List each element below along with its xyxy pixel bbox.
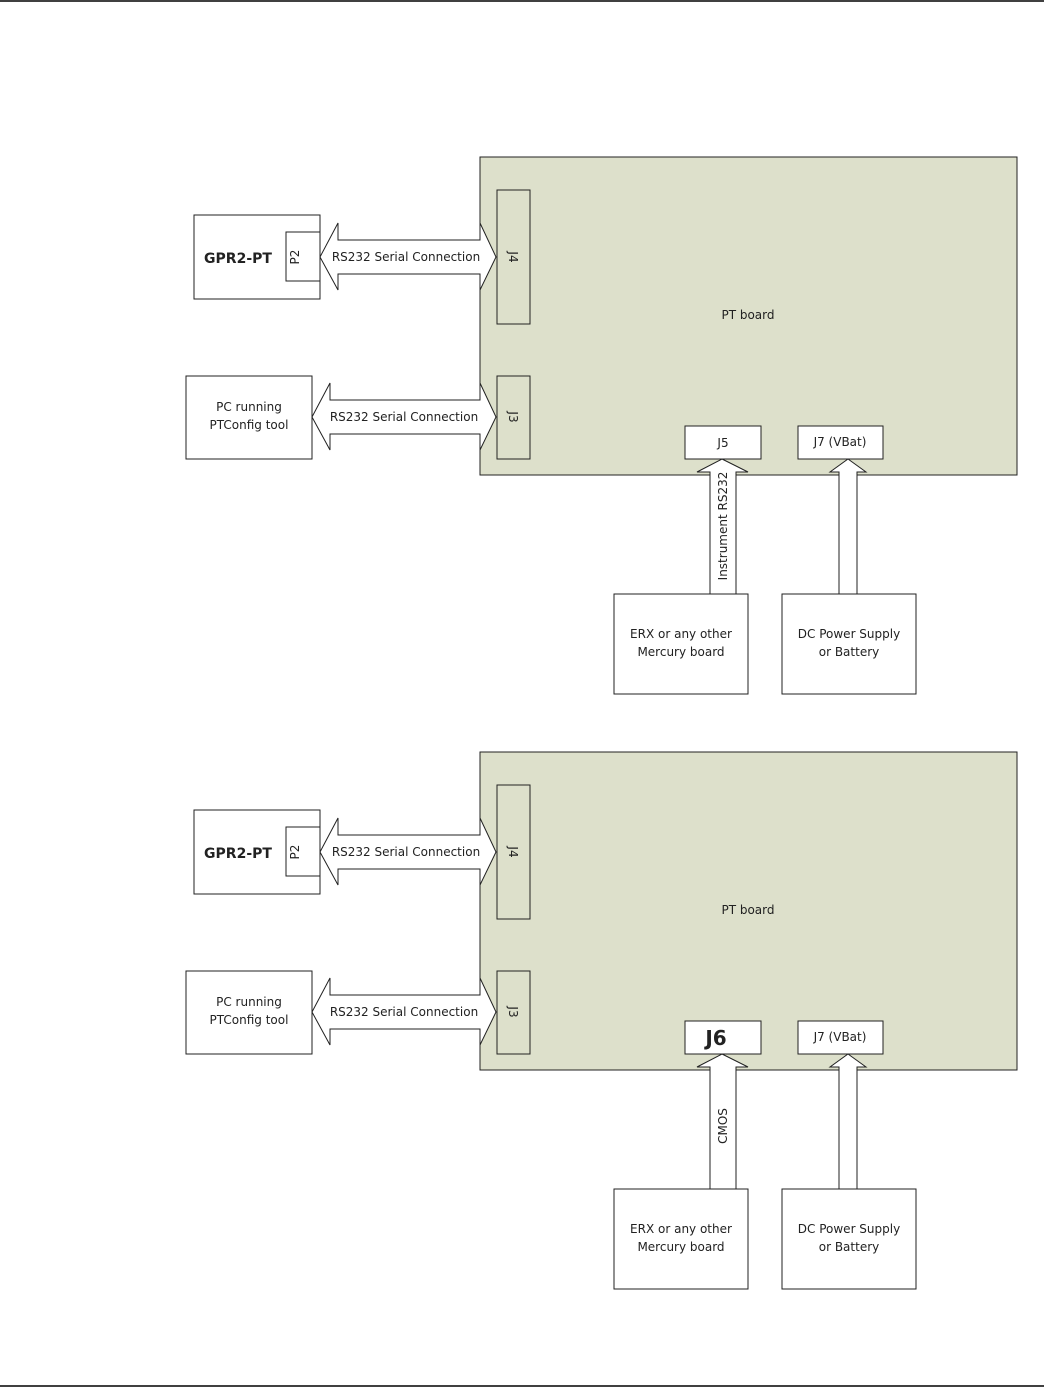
pc-line-2: PTConfig tool [210, 1013, 289, 1027]
dc-line-1: DC Power Supply [798, 627, 900, 641]
p2-label: P2 [288, 845, 302, 860]
pc-line-1: PC running [216, 400, 282, 414]
j3-connector [496, 375, 531, 460]
j7-label: J7 (VBat) [813, 1030, 867, 1044]
j7-connector [797, 1020, 884, 1055]
j4-connector [496, 189, 531, 325]
erx-line-1: ERX or any other [630, 627, 732, 641]
serial-arrow-2 [311, 382, 497, 451]
bottom-connector-label: J5 [716, 436, 728, 450]
serial-arrow-1 [319, 222, 497, 291]
j3-connector [496, 970, 531, 1055]
j3-label: J3 [506, 410, 520, 422]
pt-board-label: PT board [721, 903, 774, 917]
power-arrow [828, 1053, 868, 1190]
serial-label-1: RS232 Serial Connection [332, 250, 480, 264]
j4-label: J4 [506, 250, 520, 262]
dc-line-2: or Battery [819, 645, 880, 659]
j7-label: J7 (VBat) [813, 435, 867, 449]
p2-port [285, 826, 321, 877]
erx-line-2: Mercury board [637, 1240, 724, 1254]
pt-board-label: PT board [721, 308, 774, 322]
j3-label: J3 [506, 1005, 520, 1017]
gpr2-pt-label: GPR2-PT [204, 251, 272, 267]
pc-line-2: PTConfig tool [210, 418, 289, 432]
serial-label-2: RS232 Serial Connection [330, 410, 478, 424]
pt-board [479, 156, 1018, 476]
pt-board [479, 751, 1018, 1071]
dc-power-box [781, 593, 917, 695]
j4-connector [496, 784, 531, 920]
dc-line-2: or Battery [819, 1240, 880, 1254]
pc-box [185, 375, 313, 460]
serial-label-2: RS232 Serial Connection [330, 1005, 478, 1019]
dc-line-1: DC Power Supply [798, 1222, 900, 1236]
serial-label-1: RS232 Serial Connection [332, 845, 480, 859]
serial-arrow-2 [311, 977, 497, 1046]
j4-label: J4 [506, 845, 520, 857]
vertical-link-label: CMOS [716, 1108, 730, 1144]
power-arrow [828, 458, 868, 595]
pc-line-1: PC running [216, 995, 282, 1009]
j7-connector [797, 425, 884, 460]
gpr2-pt-label: GPR2-PT [204, 846, 272, 862]
erx-line-1: ERX or any other [630, 1222, 732, 1236]
dc-power-box [781, 1188, 917, 1290]
bottom-connector [684, 425, 762, 460]
erx-box [613, 593, 749, 695]
vertical-link-label: Instrument RS232 [716, 472, 730, 581]
diagram-1: PT board J4 J3 GPR2-PT P2 RS232 Serial C… [185, 156, 1018, 695]
bottom-connector-label: J6 [703, 1026, 726, 1050]
erx-box [613, 1188, 749, 1290]
pc-box [185, 970, 313, 1055]
diagram-2: PT board J4 J3 GPR2-PT P2 RS232 Serial C… [185, 751, 1018, 1290]
p2-label: P2 [288, 250, 302, 265]
erx-line-2: Mercury board [637, 645, 724, 659]
serial-arrow-1 [319, 817, 497, 886]
